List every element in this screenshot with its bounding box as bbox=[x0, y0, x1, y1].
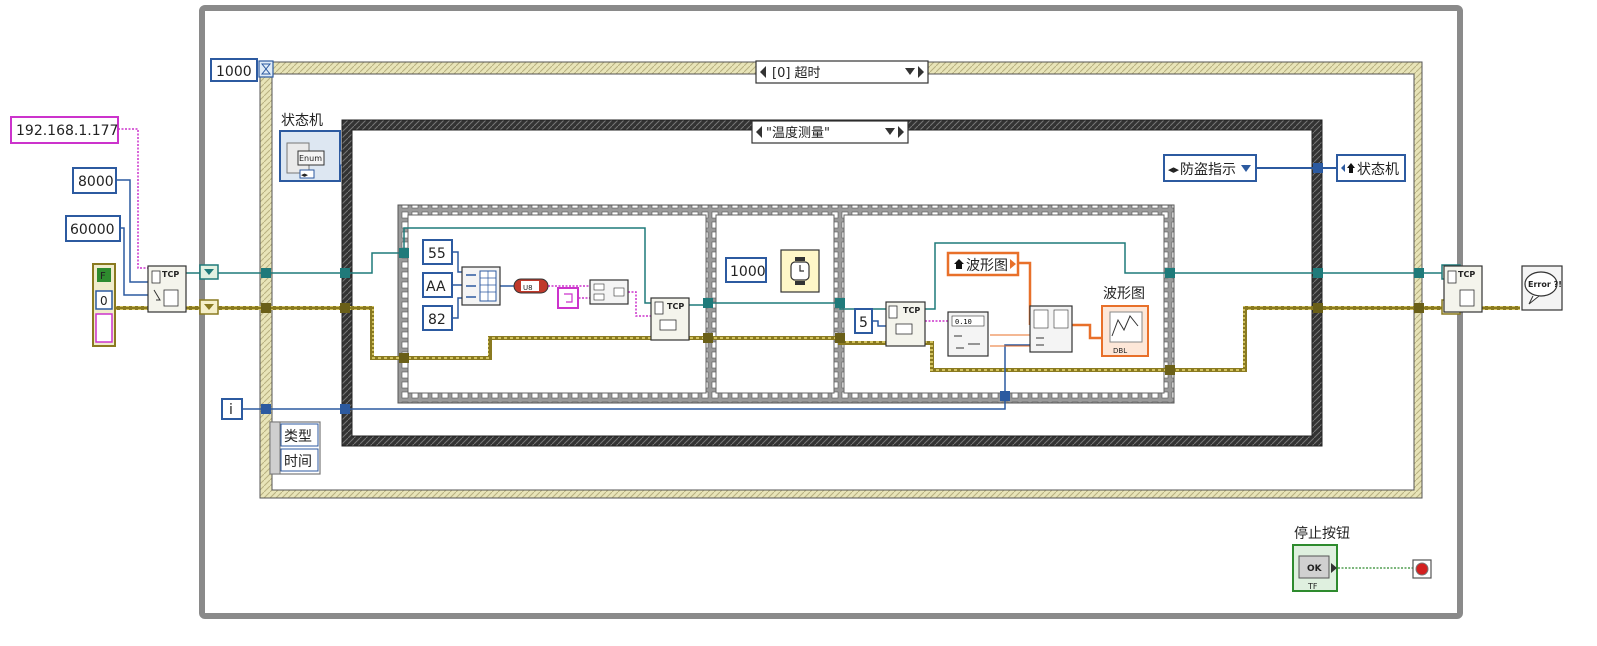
type-cast-icon[interactable]: U8 bbox=[513, 278, 549, 294]
build-waveform-icon[interactable] bbox=[1029, 305, 1073, 353]
byte-constant-55[interactable]: 55 bbox=[422, 239, 453, 265]
byte-aa-value: AA bbox=[426, 279, 446, 295]
connection-id-wire-3 bbox=[925, 242, 1444, 310]
next-state-value: 防盗指示 bbox=[1180, 162, 1236, 178]
iteration-terminal: i bbox=[221, 398, 243, 420]
byte-constant-82[interactable]: 82 bbox=[422, 305, 453, 331]
port-value: 8000 bbox=[78, 174, 114, 190]
ip-address-control[interactable]: 192.168.1.177 bbox=[10, 116, 119, 144]
enum-icon-text: Enum bbox=[299, 154, 322, 163]
string-to-byte-array-icon[interactable]: 0.10 bbox=[947, 311, 989, 357]
byte-constant-aa[interactable]: AA bbox=[422, 272, 453, 298]
shift-register-left bbox=[199, 264, 219, 315]
data-wire bbox=[990, 334, 1030, 347]
ip-address-value: 192.168.1.177 bbox=[16, 123, 118, 139]
stop-button-label: 停止按钮 bbox=[1294, 525, 1350, 542]
port-control[interactable]: 8000 bbox=[72, 167, 117, 194]
error-status: F bbox=[100, 271, 106, 282]
read-bytes-constant[interactable]: 5 bbox=[854, 308, 873, 334]
svg-text:DBL: DBL bbox=[1113, 347, 1127, 355]
hourglass-icon bbox=[258, 60, 274, 78]
type-cast-text: U8 bbox=[523, 284, 533, 292]
stop-tf-text: TF bbox=[1307, 582, 1318, 591]
event-data-node[interactable]: 类型 时间 bbox=[269, 421, 321, 475]
event-data-type: 类型 bbox=[284, 429, 312, 445]
empty-string-constant[interactable] bbox=[557, 287, 579, 309]
timeout-control[interactable]: 60000 bbox=[65, 215, 121, 242]
port-wire bbox=[116, 179, 148, 283]
waveform-wire bbox=[1018, 261, 1104, 340]
case-selector-label: "温度测量" bbox=[766, 125, 830, 141]
read-bytes-value: 5 bbox=[859, 315, 868, 331]
tcp-open-label: TCP bbox=[162, 270, 179, 279]
ip-wire bbox=[118, 128, 148, 269]
wait-ms-constant[interactable]: 1000 bbox=[725, 257, 767, 283]
wait-ms-value: 1000 bbox=[730, 264, 766, 280]
svg-text:◂▸: ◂▸ bbox=[1168, 163, 1180, 176]
case-selector[interactable]: "温度测量" bbox=[751, 120, 909, 144]
tunnels bbox=[261, 163, 1424, 414]
tcp-open-connection-node[interactable]: TCP bbox=[147, 265, 187, 313]
tcp-write-label: TCP bbox=[667, 302, 684, 311]
tcp-close-label: TCP bbox=[1458, 270, 1475, 279]
svg-text:◂▸: ◂▸ bbox=[301, 171, 309, 179]
simple-error-handler[interactable]: Error ?! bbox=[1521, 265, 1563, 311]
next-state-enum-constant[interactable]: ◂▸ 防盗指示 bbox=[1163, 154, 1257, 182]
bytes-wires bbox=[452, 251, 514, 319]
state-machine-shift-register-indicator: 状态机 bbox=[1336, 154, 1406, 182]
byte-55-value: 55 bbox=[428, 246, 446, 262]
error-code: 0 bbox=[100, 294, 108, 308]
state-machine-label: 状态机 bbox=[281, 113, 323, 129]
tcp-read-label: TCP bbox=[903, 306, 920, 315]
error-handler-text: Error ?! bbox=[1528, 280, 1562, 289]
timeout-wire bbox=[120, 227, 148, 296]
event-case-label: [0] 超时 bbox=[772, 66, 821, 81]
concatenate-strings-icon[interactable] bbox=[589, 279, 629, 305]
error-in-cluster[interactable]: F 0 bbox=[92, 263, 116, 347]
stop-button-text: OK bbox=[1307, 564, 1323, 574]
event-data-time: 时间 bbox=[284, 454, 312, 470]
tcp-write-node[interactable]: TCP bbox=[650, 297, 690, 341]
timeout-constant-value: 1000 bbox=[216, 64, 252, 80]
event-case-selector[interactable]: [0] 超时 bbox=[755, 60, 929, 84]
waveform-local-label: 波形图 bbox=[966, 258, 1008, 274]
byte-82-value: 82 bbox=[428, 312, 446, 328]
waveform-chart-terminal[interactable]: DBL bbox=[1101, 305, 1149, 357]
timeout-value: 60000 bbox=[70, 222, 115, 238]
state-machine-enum-terminal[interactable]: Enum ◂▸ bbox=[279, 130, 341, 182]
loop-condition-terminal[interactable] bbox=[1412, 559, 1432, 579]
timeout-constant[interactable]: 1000 bbox=[210, 58, 258, 82]
wait-function[interactable] bbox=[780, 249, 820, 293]
stop-button-terminal[interactable]: OK TF bbox=[1292, 544, 1338, 592]
iteration-terminal-label: i bbox=[229, 402, 233, 418]
iteration-wire bbox=[242, 344, 1030, 410]
svg-text:0.10: 0.10 bbox=[955, 318, 972, 326]
waveform-local-variable[interactable]: 波形图 bbox=[946, 251, 1020, 277]
waveform-chart-label: 波形图 bbox=[1103, 286, 1145, 302]
build-array-icon[interactable] bbox=[461, 266, 501, 306]
tcp-close-connection-node[interactable]: TCP bbox=[1443, 265, 1483, 313]
tcp-read-node[interactable]: TCP bbox=[885, 301, 926, 347]
state-machine-indicator-label: 状态机 bbox=[1357, 162, 1399, 178]
flat-sequence bbox=[397, 204, 1175, 404]
read-bytes-wire bbox=[872, 320, 888, 327]
